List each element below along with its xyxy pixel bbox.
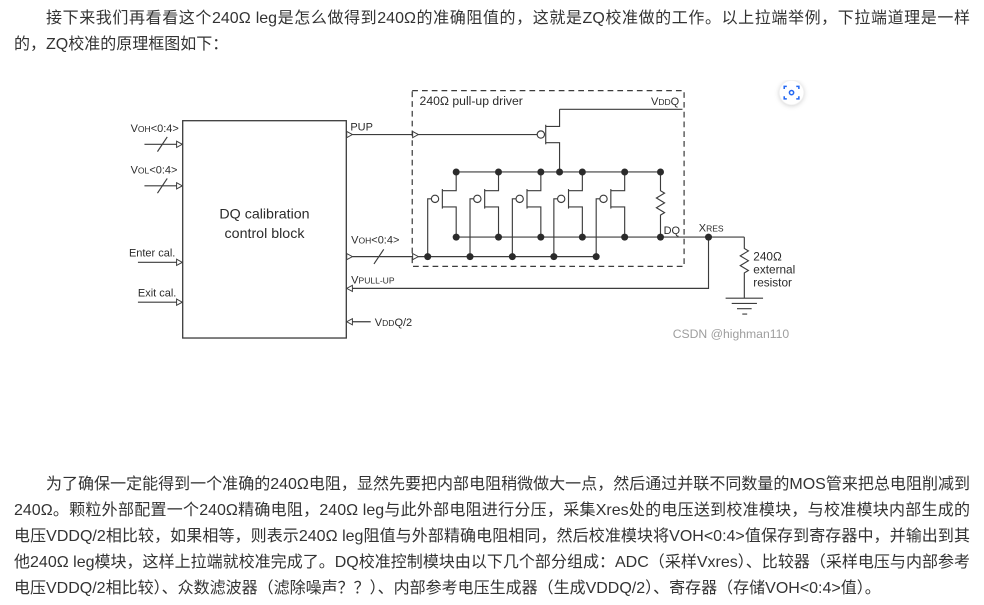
voh-input: VOH<0:4> [131, 123, 184, 152]
pmos-leg-bank [427, 171, 626, 257]
arrowhead [346, 130, 354, 139]
paragraph-body: 为了确保一定能得到一个准确的240Ω电阻，显然先要把内部电阻稍微做大一点，然后通… [14, 476, 970, 597]
gate-bubble [536, 130, 546, 139]
voh-output-label: VOH<0:4> [351, 235, 399, 247]
paragraph-intro: 接下来我们再看看这个240Ω leg是怎么做得到240Ω的准确阻值的，这就是ZQ… [14, 10, 970, 53]
pmos-transistor [595, 171, 626, 257]
vol-input: VOL<0:4> [131, 165, 184, 194]
exit-cal-input: Exit cal. [137, 288, 184, 307]
ext-resistor-label-2: external [753, 263, 795, 277]
dq-label: DQ [664, 225, 680, 237]
ext-resistor-label-3: resistor [753, 276, 792, 290]
scan-focus-icon [783, 85, 800, 100]
enter-cal-input: Enter cal. [129, 248, 184, 267]
external-resistor: 240Ω external resistor [725, 237, 795, 315]
ground-symbol [725, 297, 764, 315]
block-label-line2: control block [225, 226, 306, 242]
arrowhead [176, 181, 184, 190]
gate-bubble [599, 194, 608, 204]
exit-cal-label: Exit cal. [138, 288, 176, 300]
watermark: CSDN @highman110 [673, 327, 790, 341]
pup-pmos-transistor [536, 108, 683, 172]
block-label-line1: DQ calibration [219, 206, 309, 222]
gate-bubble [515, 194, 524, 204]
vpullup-label: VPULL-UP [351, 274, 395, 286]
xres-node [705, 233, 713, 241]
pmos-transistor [553, 171, 583, 257]
dq-calibration-control-block: DQ calibration control block [182, 120, 347, 339]
image-zoom-button[interactable] [779, 80, 805, 106]
voh-input-label: VOH<0:4> [131, 123, 179, 135]
pup-output: PUP [346, 121, 538, 139]
arrowhead [346, 252, 354, 261]
junction-dots [424, 168, 713, 261]
vddq2-input: VDDQ/2 [345, 317, 412, 329]
vol-input-label: VOL<0:4> [131, 165, 178, 177]
arrowhead [345, 284, 353, 293]
bus-slash [156, 136, 168, 152]
driver-box-title: 240Ω pull-up driver [420, 94, 523, 108]
pullup-driver-box: 240Ω pull-up driver VDDQ [411, 89, 685, 268]
driver-resistor [655, 171, 666, 238]
enter-cal-label: Enter cal. [129, 248, 175, 260]
vpullup-feedback: VPULL-UP [345, 237, 710, 293]
xres-label: XRES [699, 222, 724, 234]
bus-slash [373, 248, 385, 265]
pmos-transistor [427, 171, 457, 257]
arrowhead [345, 317, 353, 326]
voh-output: VOH<0:4> [346, 235, 597, 265]
vddq2-label: VDDQ/2 [375, 317, 412, 329]
arrowhead [412, 252, 420, 261]
gate-bubble [473, 194, 482, 204]
pup-label: PUP [350, 121, 373, 133]
pmos-transistor [469, 171, 500, 257]
gate-bubble [556, 194, 566, 204]
gate-bubble [430, 194, 440, 204]
vddq-label: VDDQ [651, 96, 679, 108]
arrowhead [412, 130, 420, 139]
zq-calibration-figure: VOH<0:4> VOL<0:4> Enter cal. Exit cal. [0, 80, 984, 430]
bus-slash [156, 178, 168, 194]
pmos-transistor [511, 171, 542, 257]
arrowhead [176, 258, 184, 267]
arrowhead [176, 140, 184, 149]
zq-calibration-diagram: VOH<0:4> VOL<0:4> Enter cal. Exit cal. [129, 80, 805, 341]
ext-resistor-label-1: 240Ω [753, 250, 782, 264]
arrowhead [176, 298, 184, 307]
